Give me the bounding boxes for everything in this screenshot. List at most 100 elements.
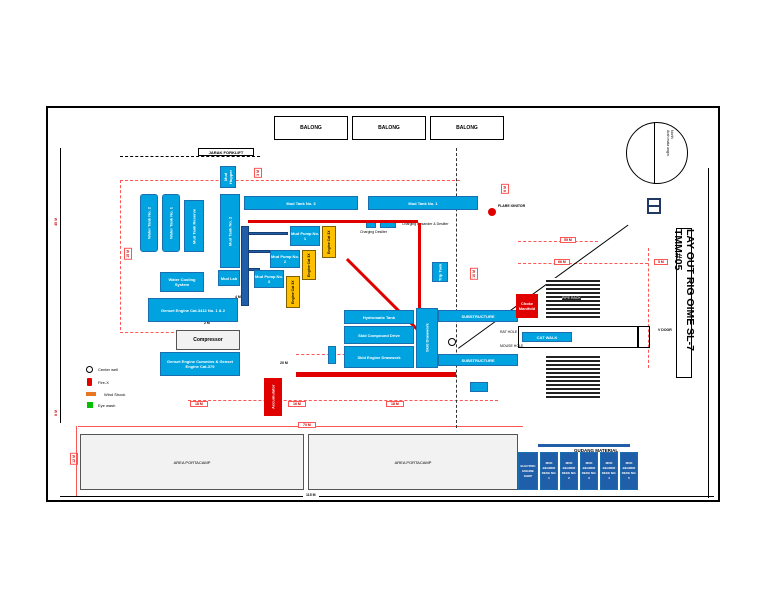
north-circle (626, 122, 688, 184)
small-unit (470, 382, 488, 392)
mud-tank-reserve: Mud Tank Reserve (184, 200, 204, 252)
red-pipeline-bottom (296, 372, 456, 377)
forklift-line (120, 156, 260, 157)
skid-drawwork: Skid Drawwork (416, 308, 438, 368)
skid-compound-drive: Skid Compound Drive (344, 326, 414, 344)
mud-pump-3: Mud Pump No. 3 (254, 270, 284, 288)
legend-center-well-icon (86, 366, 93, 373)
balong-3: BALONG (430, 116, 504, 140)
mud-lab: Mud Lab (218, 270, 240, 286)
accumulator: Accumulator (264, 378, 282, 416)
legend-center-well: Center well (98, 367, 119, 372)
substructure-bottom: SUBSTRUCTURE (438, 354, 518, 366)
choke-manifold: Choke Manifold (516, 294, 538, 318)
dim-label-15: 15 M (124, 248, 132, 260)
dim-line-66 (518, 263, 648, 264)
water-cooling-system: Water Cooling System (160, 272, 204, 292)
dim-label-115: 115 M (303, 493, 319, 497)
balong-1: BALONG (274, 116, 348, 140)
pipe-rack-label: PIPE RACK (562, 296, 581, 300)
dim-label-3: 3 M (254, 168, 262, 178)
genset-cummins: Genset Engine Cummins & Genset Engine Ca… (160, 352, 240, 376)
gudang-item-4: MUD BEARER DEKE NO. 3 (580, 452, 598, 490)
legend-eye-wash: Eye wash (98, 403, 116, 408)
gudang-item-1: ELECTRIC ENGINE SHOP (518, 452, 538, 490)
degasser-label: Charging Desander & Desilter (402, 222, 449, 226)
hydromatic-tank: Hydromatic Tank (344, 310, 414, 324)
water-tank-1: Water Tank No. 1 (162, 194, 180, 252)
v-door-end (638, 326, 650, 348)
wind-sock-bar (647, 205, 661, 207)
small-tank (328, 346, 336, 364)
charging-label: Charging Desilter (360, 230, 388, 234)
north-label: North Arah mata angin (666, 130, 674, 156)
engine-cat-3: Engine Cat 3X (286, 276, 300, 308)
center-line (456, 148, 457, 428)
gudang-label: GUDANG MATERIAL (574, 448, 619, 453)
forklift-label: JARAK FORKLIFT (198, 148, 254, 156)
rat-hole-label: RAT HOLE (500, 330, 518, 334)
dim-label-4: 4 M (235, 295, 241, 299)
gudang-item-2: MUD BEARER DEKE NO. 1 (540, 452, 558, 490)
flare-ignitor-icon (488, 208, 496, 216)
cat-walk: CAT WALK (522, 332, 572, 342)
dim-label-5: 5 M (654, 259, 668, 265)
gudang-roof (538, 444, 630, 447)
area-portacamp-2: AREA PORTACAMP (308, 434, 518, 490)
water-tank-2: Water Tank No. 2 (140, 194, 158, 252)
dim-line-leftmost (60, 148, 61, 423)
legend-eye-wash-icon (87, 402, 93, 408)
trip-tank: Trip Tank (432, 262, 448, 282)
legend-wind-sock-icon (86, 392, 96, 396)
dim-label-20: 20 M (280, 361, 288, 365)
dim-label-66: 66 M (554, 259, 570, 265)
gudang-item-3: MUD BEARER DEKE NO. 2 (560, 452, 578, 490)
mud-tank-3: Mud Tank No. 3 (244, 196, 358, 210)
engine-cat-2: Engine Cat 3X (302, 250, 316, 280)
north-line (654, 122, 655, 184)
dim-line-top (120, 180, 460, 181)
substructure-top: SUBSTRUCTURE (438, 310, 518, 322)
flare-ignitor-label: FLARE IGNITOR (498, 204, 526, 208)
mud-pump-2: Mud Pump No. 2 (270, 250, 300, 268)
dim-label-10: 10 M (470, 268, 478, 280)
balong-2: BALONG (352, 116, 426, 140)
dim-label-6: 6 M (501, 184, 509, 194)
layout-frame: BALONG BALONG BALONG North Arah mata ang… (46, 106, 720, 502)
dim-label-45: 45 M (54, 218, 58, 226)
red-pipeline-vert (418, 223, 421, 313)
dim-label-70: 70 M (298, 422, 316, 428)
mud-hopper: Mud Hopper (220, 166, 236, 188)
compressor: Compressor (176, 330, 240, 350)
gudang-item-6: MUD BEARER DEKE NO. 5 (620, 452, 638, 490)
legend-fire-x: Fire-X (98, 380, 109, 385)
area-portacamp-1: AREA PORTACAMP (80, 434, 304, 490)
red-pipeline-top (248, 220, 418, 223)
dim-line-rightmost (708, 168, 709, 498)
dim-line-bottom (188, 400, 498, 401)
v-door-ramp (518, 326, 638, 348)
mouse-hole-label: MOUSE HOLE (500, 344, 524, 348)
manifold-pipe (241, 226, 249, 306)
center-well-icon (448, 338, 456, 346)
dim-label-18b: 18 M (386, 401, 404, 407)
legend-wind-sock: Wind Shock (104, 392, 126, 397)
manifold-line-1 (248, 232, 288, 235)
dim-label-8: 8 M (54, 410, 58, 416)
mud-tank-2: Mud Tank No. 2 (220, 194, 240, 268)
dim-line-right (648, 248, 649, 368)
dim-line-left (120, 180, 121, 330)
page-title: LAY OUT RIG OIME SL-7 TMM#05 (672, 228, 696, 378)
mud-tank-1: Mud Tank No. 1 (368, 196, 478, 210)
dim-label-12: 12 M (70, 453, 78, 465)
dim-line-portacamp (76, 426, 77, 496)
v-door-label: V DOOR (658, 328, 672, 332)
dim-label-16: 16 M (288, 401, 306, 407)
dim-label-55: 55 M (560, 237, 576, 243)
legend-fire-x-icon (87, 378, 92, 386)
dim-line-115 (60, 496, 714, 497)
engine-cat-1: Engine Cat 3X (322, 226, 336, 258)
pipe-rack-bottom (546, 354, 600, 398)
dim-label-2: 2 M (204, 321, 210, 325)
manifold-line-2 (248, 250, 270, 253)
